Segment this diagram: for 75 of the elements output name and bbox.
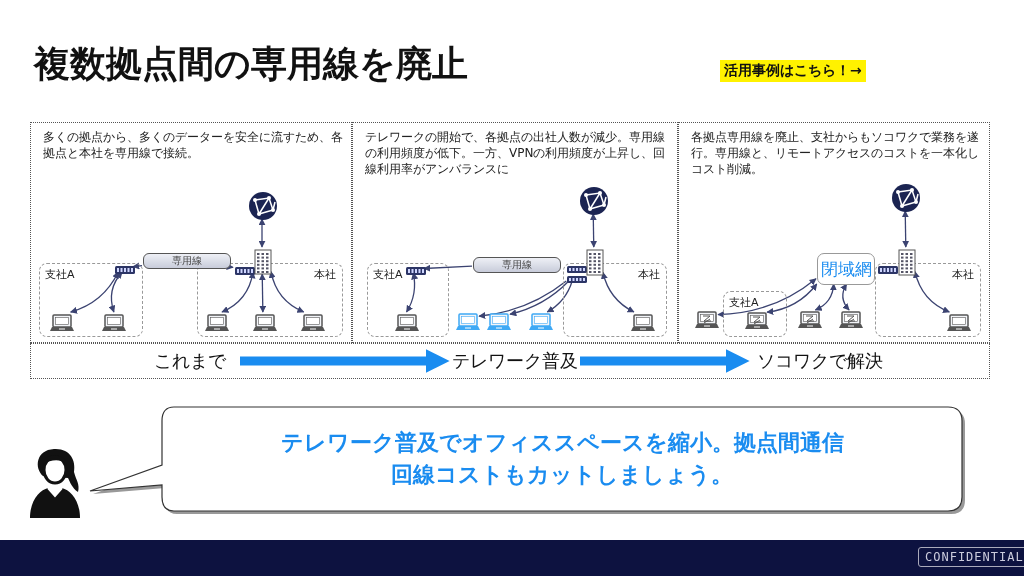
slide-title: 複数拠点間の専用線を廃止 (34, 42, 468, 86)
progress-arrow (240, 349, 450, 373)
connector-arrow (913, 270, 950, 313)
speech-text: テレワーク普及でオフィススペースを縮小。拠点間通信回線コストもカットしましょう。 (279, 429, 845, 489)
laptop-icon (487, 313, 511, 331)
connector-arrow (717, 278, 817, 318)
router-icon (115, 266, 135, 274)
connector-arrow (423, 264, 473, 272)
connector-arrow (226, 263, 234, 270)
connector-arrow (766, 283, 818, 315)
laptop-icon (695, 311, 719, 329)
laptop-icon (395, 314, 419, 332)
connector-arrow (814, 283, 837, 311)
stage-label: ソコワクで解決 (750, 348, 890, 374)
building-icon (586, 248, 604, 276)
group-label: 本社 (314, 267, 336, 282)
connector-arrow (840, 283, 850, 311)
stage-label: これまで (140, 348, 240, 374)
speech-bubble (88, 405, 966, 515)
laptop-icon (798, 311, 822, 329)
laptop-icon (102, 314, 126, 332)
connector-arrow (901, 210, 910, 248)
site-group (723, 291, 787, 337)
progress-arrow (580, 349, 750, 373)
connector-arrow (509, 280, 570, 317)
group-label: 本社 (638, 267, 660, 282)
connector-arrow (589, 213, 598, 248)
laptop-icon (50, 314, 74, 332)
description-text: 各拠点専用線を廃止、支社からもソコワクで業務を遂行。専用線と、リモートアクセスのコストを一本化しコスト削減。 (691, 129, 980, 177)
site-group (39, 263, 143, 337)
connector-arrow (478, 280, 567, 319)
group-label: 支社A (729, 295, 759, 310)
router-icon (567, 266, 587, 273)
connector-arrow (405, 272, 418, 313)
laptop-icon (631, 314, 655, 332)
laptop-icon (745, 312, 769, 330)
connector-arrow (601, 271, 635, 313)
laptop-icon (253, 314, 277, 332)
building-icon (254, 248, 272, 275)
confidential-badge: CONFIDENTIAL (918, 547, 1024, 567)
leased-line-pipe: 専用線 (143, 253, 231, 269)
laptop-icon (456, 313, 480, 331)
site-group (367, 263, 449, 337)
connector-arrow (268, 270, 305, 313)
group-label: 支社A (373, 267, 403, 282)
connector-arrow (258, 273, 267, 313)
globe-icon (580, 187, 608, 215)
connector-arrow (132, 262, 143, 270)
laptop-icon (529, 313, 553, 331)
router-icon (235, 267, 255, 275)
router-icon (878, 266, 898, 274)
connector-arrow (258, 218, 266, 248)
connector-arrow (108, 271, 123, 313)
router-icon (567, 276, 587, 283)
group-label: 支社A (45, 267, 75, 282)
link-text: 活用事例はこちら！→ (720, 60, 866, 82)
laptop-icon (947, 314, 971, 332)
globe-icon (892, 184, 920, 212)
laptop-icon (839, 311, 863, 329)
group-label: 本社 (952, 267, 974, 282)
leased-line-pipe: 専用線 (473, 257, 561, 273)
globe-icon (249, 192, 277, 220)
panel (352, 122, 678, 343)
building-icon (898, 248, 916, 276)
laptop-icon (205, 314, 229, 332)
connector-arrow (546, 280, 573, 313)
router-icon (406, 267, 426, 275)
panel (30, 122, 352, 343)
network-box: 閉域網 (817, 253, 875, 285)
description-text: テレワークの開始で、各拠点の出社人数が減少。専用線の利用頻度が低下。一方、VPNの利用頻度が上昇し、回線利用率がアンバランスに (365, 129, 667, 177)
laptop-icon (301, 314, 325, 332)
connector-arrow (70, 271, 119, 314)
description-text: 多くの拠点から、多くのデーターを安全に流すため、各拠点と本社を専用線で接続。 (43, 129, 343, 161)
stage-label: テレワーク普及 (450, 348, 580, 374)
panel (678, 122, 990, 343)
